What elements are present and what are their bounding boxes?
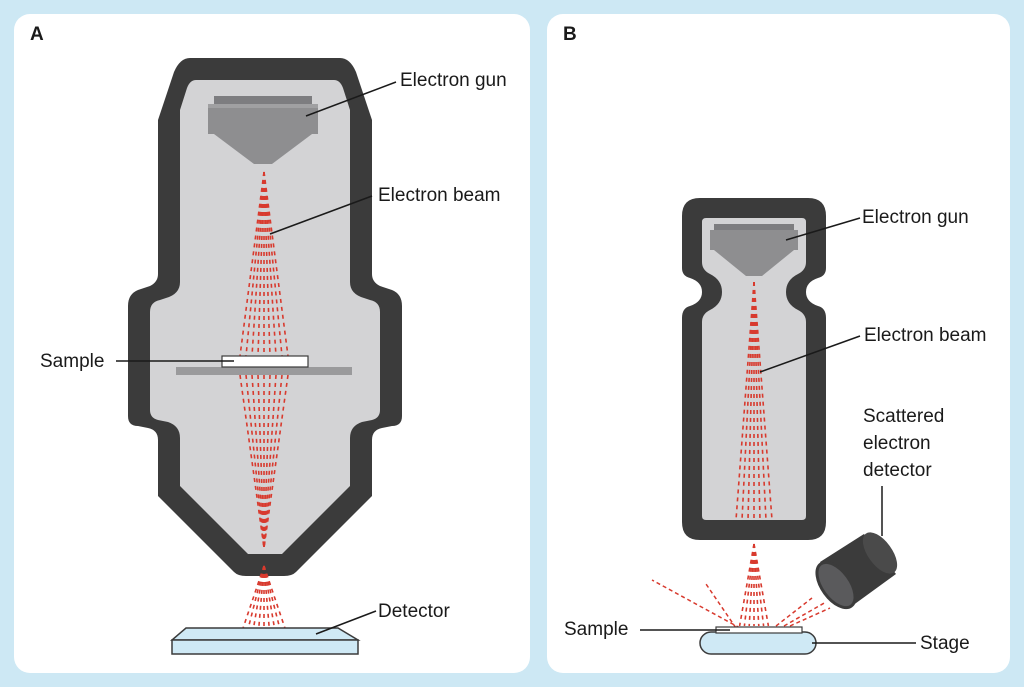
tem-detector (169, 627, 361, 641)
tem-beam-ray (247, 565, 265, 631)
tem-beam-ray (239, 171, 265, 357)
sem-beam-ray (738, 543, 755, 627)
tem-beam-ray (252, 565, 265, 631)
sem-beam-ray (753, 543, 770, 627)
tem-beam-ray (263, 374, 283, 549)
sem-detector-label-1: Scattered (863, 406, 944, 427)
tem-beam-label: Electron beam (378, 185, 501, 206)
tem-beam-leader (269, 195, 373, 235)
tem-beam-ray (263, 171, 283, 357)
tem-beam-ray (245, 374, 265, 549)
tem-beam-ray (263, 374, 271, 549)
tem-sample (221, 355, 309, 368)
panel-b-letter: B (563, 24, 577, 45)
tem-beam-ray (263, 565, 281, 631)
tem-beam-ray (239, 374, 265, 549)
panel-a-letter: A (30, 24, 44, 45)
tem-beam-ray (245, 171, 265, 357)
tem-gun-leader (305, 81, 397, 117)
tem-beam-ray (263, 374, 277, 549)
tem-beam-ray (263, 565, 271, 631)
scatter-ray (783, 601, 827, 627)
sem-sample-label: Sample (564, 619, 628, 640)
sem-beam-ray (753, 543, 760, 627)
tem-beam-ray (251, 171, 265, 357)
tem-beam-ray (257, 374, 265, 549)
tem-sample-holder (176, 367, 352, 375)
tem-beam-ray (257, 171, 265, 357)
sem-detector-label-2: electron (863, 433, 931, 454)
tem-beam-ray (263, 171, 289, 357)
sem-electron-beam (735, 281, 773, 627)
tem-beam-ray (241, 565, 265, 631)
sem-beam-ray (753, 543, 765, 627)
sem-beam-ray (748, 543, 755, 627)
tem-detector-leader (315, 610, 377, 635)
tem-beam-ray (263, 565, 287, 631)
sem-column-interior (702, 218, 806, 520)
tem-detector-edge (171, 639, 359, 655)
scatter-ray (651, 579, 741, 629)
tem-gun-label: Electron gun (400, 70, 507, 91)
tem-column-interior (150, 80, 380, 554)
sem-stage (699, 631, 817, 655)
sem-scattered-detector (815, 532, 898, 610)
tem-sample-label: Sample (40, 351, 104, 372)
tem-beam-ray (251, 374, 265, 549)
scatter-ray (705, 583, 737, 629)
sem-detector-label-3: detector (863, 460, 932, 481)
sem-scattered-electrons (651, 579, 831, 629)
tem-electron-beam (239, 171, 289, 631)
tem-beam-ray (263, 171, 271, 357)
tem-detector-label: Detector (378, 601, 450, 622)
sem-beam-ray (743, 543, 755, 627)
sem-electron-gun (710, 224, 798, 276)
scatter-ray (775, 597, 813, 627)
sem-gun-label: Electron gun (862, 207, 969, 228)
scatter-ray (789, 607, 831, 627)
tem-beam-ray (257, 565, 265, 631)
tem-beam-ray (263, 565, 276, 631)
tem-beam-ray (263, 374, 289, 549)
sem-beam-leader (759, 335, 861, 373)
sem-beam-label: Electron beam (864, 325, 987, 346)
tem-electron-gun (208, 96, 318, 164)
sem-stage-label: Stage (920, 633, 970, 654)
tem-beam-ray (263, 171, 277, 357)
sem-gun-leader (785, 217, 861, 241)
